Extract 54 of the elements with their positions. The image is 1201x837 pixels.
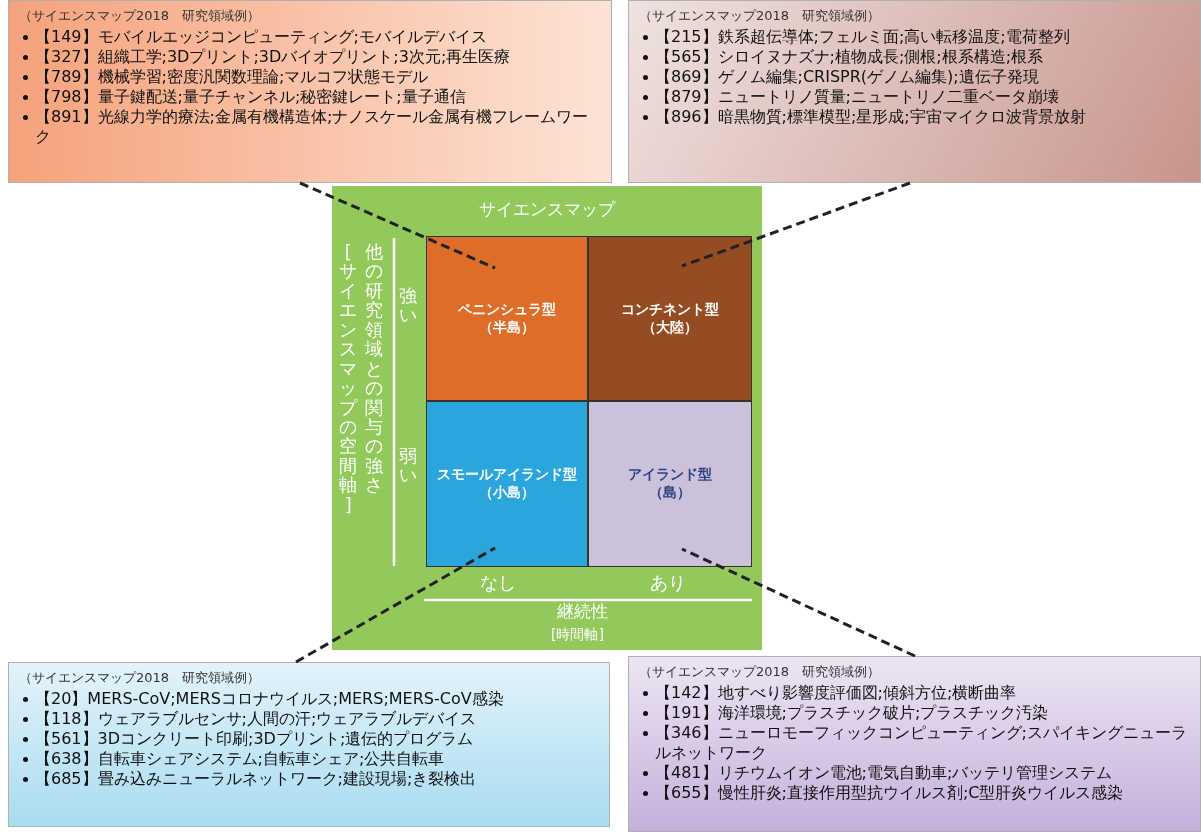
quadrant-cell [588, 401, 752, 567]
list-item: 【879】ニュートリノ質量;ニュートリノ二重ベータ崩壊 [655, 87, 1059, 106]
list-item: 【789】機械学習;密度汎関数理論;マルコフ状態モデル [35, 67, 429, 86]
callout-heading: （サイエンスマップ2018 研究領域例） [19, 669, 262, 687]
list-item: 【638】自転車シェアシステム;自転車シェア;公共自転車 [35, 749, 445, 768]
callout-heading: （サイエンスマップ2018 研究領域例） [639, 7, 882, 25]
list-item: 【565】シロイヌナズナ;植物成長;側根;根系構造;根系 [655, 47, 1044, 66]
quadrant-subtitle: （半島） [479, 318, 535, 337]
quadrant-name: ペニンシュラ型 [458, 300, 556, 319]
list-item: 【215】鉄系超伝導体;フェルミ面;高い転移温度;電荷整列 [655, 27, 1070, 46]
quadrant-cell [426, 236, 588, 401]
axis-tick-label: 弱い [398, 446, 419, 485]
callout-box [628, 0, 1201, 183]
quadrant-name: スモールアイランド型 [437, 466, 577, 484]
callout-heading: （サイエンスマップ2018 研究領域例） [639, 663, 882, 681]
callout-box [628, 656, 1201, 832]
panel-title: サイエンスマップ [478, 198, 617, 221]
list-item: 【191】海洋環境;プラスチック破片;プラスチック汚染 [655, 703, 1049, 722]
callout-box [8, 0, 612, 183]
leader-line [681, 181, 911, 268]
axis-tick-label: 強い [398, 286, 419, 325]
axis-tick-label: あり [650, 571, 686, 595]
quadrant-name: アイランド型 [628, 466, 712, 484]
leader-line [299, 181, 496, 270]
list-item: 【798】量子鍵配送;量子チャンネル;秘密鍵レート;量子通信 [35, 87, 466, 106]
list-item: 【481】リチウムイオン電池;電気自動車;バッテリ管理システム [655, 763, 1113, 782]
matrix-panel [332, 186, 762, 650]
leader-line [295, 546, 496, 664]
axis-subtitle: [時間軸] [551, 626, 604, 644]
axis-title: 他の研究領域との関与の強さ [364, 242, 385, 495]
list-item: 【685】畳み込みニューラルネットワーク;建設現場;き裂検出 [35, 769, 477, 788]
list-item: 【561】3Dコンクリート印刷;3Dプリント;遺伝的プログラム [35, 729, 474, 748]
quadrant-subtitle: （小島） [479, 484, 535, 502]
axis-tick-label: なし [480, 571, 516, 595]
list-item: 【896】暗黒物質;標準模型;星形成;宇宙マイクロ波背景放射 [655, 107, 1086, 126]
quadrant-subtitle: （島） [649, 484, 691, 502]
list-item: 【149】モバイルエッジコンピューティング;モバイルデバイス [35, 27, 487, 46]
list-item: 【655】慢性肝炎;直接作用型抗ウイルス剤;C型肝炎ウイルス感染 [655, 783, 1124, 802]
list-item: 【20】MERS-CoV;MERSコロナウイルス;MERS;MERS-CoV感染 [35, 689, 504, 708]
axis-title: 継続性 [557, 600, 608, 623]
quadrant-name: コンチネント型 [621, 300, 719, 319]
quadrant-subtitle: （大陸） [642, 318, 698, 337]
leader-line [681, 547, 916, 658]
list-item: 【869】ゲノム編集;CRISPR(ゲノム編集);遺伝子発現 [655, 67, 1039, 86]
callout-box [8, 662, 610, 827]
quadrant-cell [588, 236, 752, 401]
callout-heading: （サイエンスマップ2018 研究領域例） [19, 7, 262, 25]
quadrant-cell [426, 401, 588, 567]
list-item: 【891】光線力学的療法;金属有機構造体;ナノスケール金属有機フレームワーク [35, 107, 589, 146]
list-item: 【346】ニューロモーフィックコンピューティング;スパイキングニューラルネットワーク [655, 723, 1187, 762]
list-item: 【142】地すべり影響度評価図;傾斜方位;横断曲率 [655, 683, 1017, 702]
axis-subtitle: [サイエンスマップの空間軸] [338, 242, 359, 515]
list-item: 【327】組織工学;3Dプリント;3Dバイオプリント;3次元;再生医療 [35, 47, 511, 66]
list-item: 【118】ウェアラブルセンサ;人間の汗;ウェアラブルデバイス [35, 709, 477, 728]
